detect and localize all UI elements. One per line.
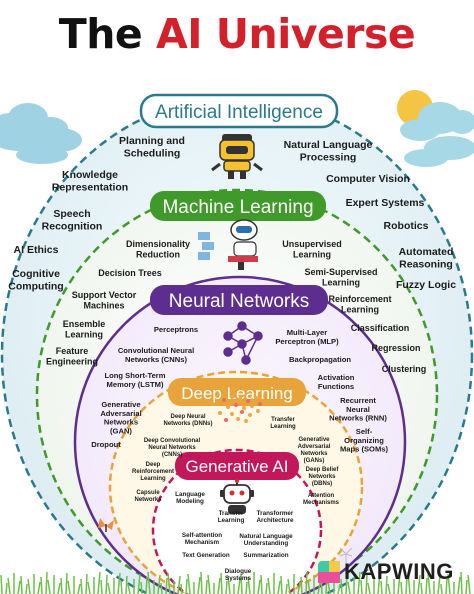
svg-text:Machine Learning: Machine Learning (162, 197, 313, 218)
svg-text:Generative AI: Generative AI (185, 457, 288, 476)
layer-label-generative-ai: Generative AI (175, 452, 299, 480)
robot-laptop-icon (198, 219, 258, 270)
svg-text:Neural Networks: Neural Networks (169, 291, 309, 312)
ring-generative-ai (151, 448, 323, 594)
dot-cluster-icon (218, 395, 262, 423)
nn-term-9: Dropout (91, 440, 121, 449)
ai-term-7: Robotics (384, 220, 429, 232)
genai-term-5: Text Generation (182, 552, 230, 559)
svg-text:Artificial Intelligence: Artificial Intelligence (155, 102, 323, 123)
ml-term-7: Classification (351, 323, 410, 333)
dandelion-icon (339, 547, 353, 578)
layer-label-neural-networks: Neural Networks (150, 285, 328, 315)
grass-decoration (0, 571, 471, 594)
nn-term-0: Perceptrons (154, 325, 198, 334)
kapwing-brand: KAPWING (344, 559, 454, 584)
svg-text:Deep Learning: Deep Learning (181, 384, 293, 403)
cloud-left-icon (0, 103, 82, 164)
cloud-right-icon (400, 102, 474, 167)
kapwing-watermark: KAPWING (318, 558, 468, 588)
title-part-1: The (58, 10, 156, 58)
ai-term-6: AI Ethics (14, 244, 59, 256)
butterfly-icon (98, 518, 114, 532)
title-part-2: AI Universe (155, 10, 416, 58)
layer-label-deep-learning: Deep Learning (168, 378, 306, 406)
genai-term-6: Summarization (243, 552, 288, 559)
sky-decoration (0, 90, 474, 167)
bot-head-icon (220, 479, 254, 514)
ml-term-10: Clustering (382, 364, 427, 374)
page-title: The AI Universe (0, 10, 474, 58)
ml-term-9: Regression (371, 343, 420, 353)
ai-term-10: Fuzzy Logic (396, 279, 456, 291)
layer-label-artificial-intelligence: Artificial Intelligence (139, 93, 339, 129)
nn-term-3: Backpropagation (289, 355, 351, 364)
neural-network-icon (223, 321, 263, 365)
ai-term-5: Expert Systems (346, 197, 425, 209)
ai-term-3: Computer Vision (326, 173, 410, 185)
kapwing-logo-icon (318, 561, 340, 583)
layer-label-machine-learning: Machine Learning (150, 191, 326, 221)
ml-term-2: Decision Trees (98, 268, 162, 278)
robot-icon (211, 134, 263, 179)
